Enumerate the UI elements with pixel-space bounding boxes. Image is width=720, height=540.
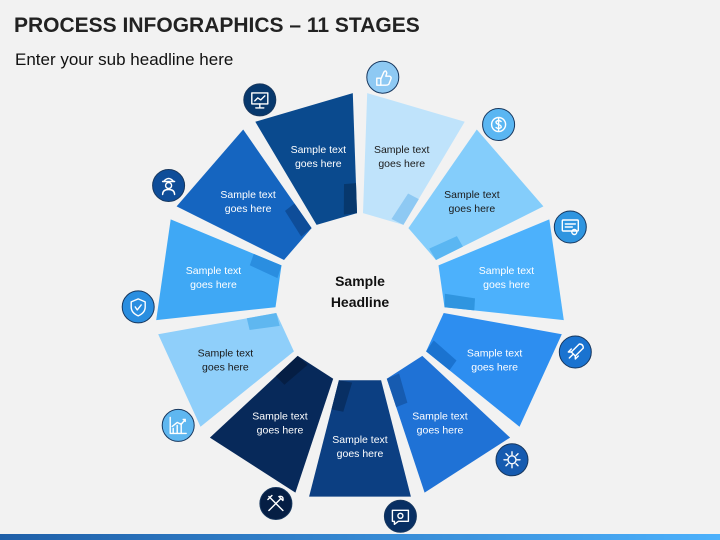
stage-2-fold [429,236,463,260]
presentation-icon [243,83,277,117]
stage-2: Sample text goes here [408,108,544,260]
bottom-accent-bar [0,534,720,540]
rocket-icon [558,335,592,369]
stage-4-shape [426,313,562,427]
stage-5-text-line1: Sample text [412,411,468,423]
stage-4-text-line1: Sample text [467,348,523,360]
dollar-badge-icon [482,108,516,141]
stage-2-text-line2: goes here [449,203,496,215]
stage-4: Sample text goes here [426,313,592,427]
stage-1-shape [363,93,465,225]
center-headline-line2: Headline [331,294,390,310]
stage-7-text-line1: Sample text [252,411,308,423]
stage-4-fold [426,340,457,371]
stage-10-fold [285,203,312,237]
stage-1-text-line1: Sample text [374,144,430,156]
stage-7-shape [209,355,334,493]
center-headline-line1: Sample [335,273,385,289]
stage-10-text-line1: Sample text [220,189,276,201]
stage-2-text-line1: Sample text [444,189,500,201]
center-headline: Sample Headline [331,273,390,310]
growth-chart-icon [161,408,195,442]
stage-8-text-line2: goes here [202,362,249,374]
stage-5-shape [386,355,511,493]
stage-8-shape [158,313,294,427]
stage-10-shape [176,129,312,260]
stage-11: Sample text goes here [243,83,357,225]
stage-11-fold [343,183,357,215]
stage-8-fold [246,313,280,330]
stage-3-fold [444,293,475,311]
page-subtitle: Enter your sub headline here [15,50,234,69]
certificate-icon [553,210,587,244]
stage-6: Sample text goes here [309,380,417,533]
page-title: PROCESS INFOGRAPHICS – 11 STAGES [14,14,420,37]
stage-9-fold [249,253,282,279]
stage-1-fold [391,193,419,225]
shield-check-icon [121,290,155,324]
stage-6-fold [331,380,353,412]
stage-10: Sample text goes here [152,129,312,260]
tools-icon [259,487,293,520]
stage-11-shape [255,93,357,225]
stage-2-shape [408,129,544,260]
stage-3-shape [438,219,564,321]
stage-6-text-line2: goes here [337,448,384,460]
stage-1: Sample text goes here [363,60,465,225]
worker-icon [152,169,186,202]
stage-7-text-line2: goes here [257,425,304,437]
stage-6-text-line1: Sample text [332,434,388,446]
thumbs-up-icon [366,60,400,94]
stage-9-text-line2: goes here [190,279,237,291]
stage-3-text-line1: Sample text [479,265,535,277]
stage-1-text-line2: goes here [378,158,425,170]
stage-9-shape [156,219,282,321]
gear-cloud-icon [495,443,529,477]
stage-3-text-line2: goes here [483,279,530,291]
stage-11-text-line2: goes here [295,158,342,170]
stage-8-text-line1: Sample text [198,348,254,360]
stage-8: Sample text goes here [158,313,294,442]
stage-9-text-line1: Sample text [186,265,242,277]
stage-11-text-line1: Sample text [291,144,347,156]
stage-5: Sample text goes here [386,355,529,493]
stage-4-text-line2: goes here [471,362,518,374]
stage-7: Sample text goes here [209,355,334,520]
stage-3: Sample text goes here [438,210,587,321]
stage-10-text-line2: goes here [225,203,272,215]
gear-chat-icon [383,499,417,533]
stage-5-fold [386,373,408,408]
stage-7-fold [275,355,308,385]
stage-5-text-line2: goes here [417,425,464,437]
stage-9: Sample text goes here [121,219,282,324]
